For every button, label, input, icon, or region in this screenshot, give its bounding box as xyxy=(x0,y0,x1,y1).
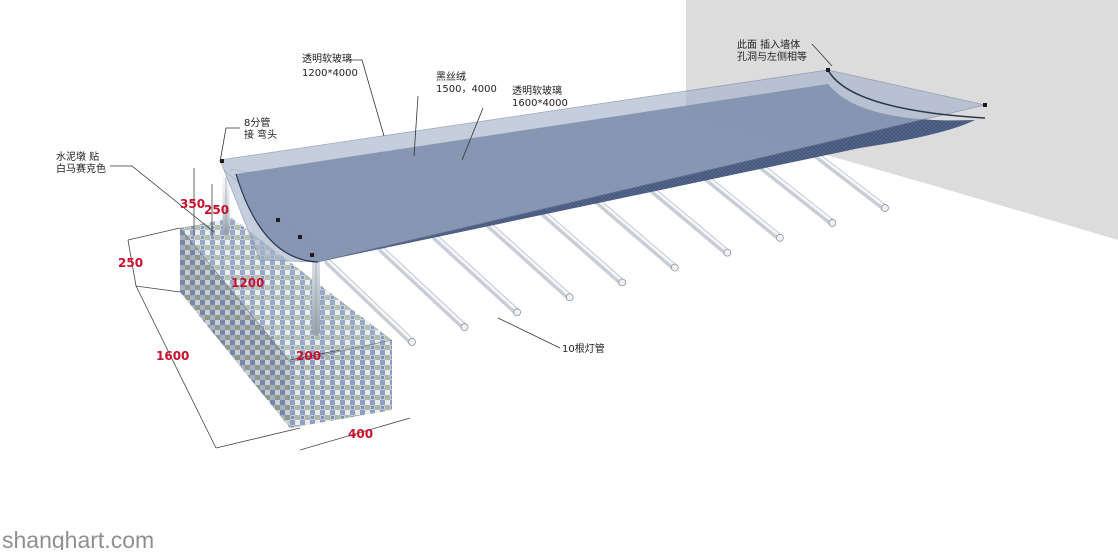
clear-film-2-line-2: 1600*4000 xyxy=(512,98,568,109)
watermark: shanghart.com xyxy=(2,527,154,550)
light-tube xyxy=(539,209,627,287)
film-clamp xyxy=(276,218,280,222)
black-velvet-line-1: 黑丝绒 xyxy=(436,70,466,83)
light-tube xyxy=(647,185,732,257)
light-tube xyxy=(808,148,889,212)
wall-note-line-1: 此面 插入墙体 xyxy=(737,38,800,51)
film-clamp xyxy=(298,235,302,239)
base-note-line-1: 水泥墩 贴 xyxy=(56,150,99,163)
dim-350: 350 xyxy=(180,197,205,211)
light-tube xyxy=(754,160,837,227)
film-clamp xyxy=(220,159,224,163)
clear-film-2-line-1: 透明软玻璃 xyxy=(512,84,562,97)
dim-400: 400 xyxy=(348,427,373,441)
annotation-labels: 透明软玻璃 1200*4000 黑丝绒 1500，4000 透明软玻璃 1600… xyxy=(56,38,807,355)
dim-1200: 1200 xyxy=(231,276,264,290)
light-tube xyxy=(485,221,574,302)
tubes-note: 10根灯管 xyxy=(562,342,605,355)
clear-film-top xyxy=(219,69,986,263)
clear-film-1-line-1: 透明软玻璃 xyxy=(302,52,352,65)
film-clamps xyxy=(220,68,987,257)
light-tube xyxy=(700,172,784,242)
wall-note-line-2: 孔洞与左侧相等 xyxy=(737,50,807,63)
light-tube xyxy=(593,197,679,272)
film-clamp xyxy=(983,103,987,107)
light-tube xyxy=(378,246,469,331)
cement-base xyxy=(179,218,393,428)
film-clamp xyxy=(310,253,314,257)
leader-lines xyxy=(110,43,833,349)
base-top xyxy=(180,218,392,362)
dim-250-pipe: 250 xyxy=(204,203,229,217)
pipe-note-line-1: 8分管 xyxy=(244,116,270,129)
dim-1600: 1600 xyxy=(156,349,189,363)
dim-250-base: 250 xyxy=(118,256,143,270)
light-tubes xyxy=(324,148,889,346)
base-note-line-2: 白马赛克色 xyxy=(56,162,106,175)
clear-film-1-line-2: 1200*4000 xyxy=(302,68,358,79)
base-left-face xyxy=(180,228,290,428)
film-clamp xyxy=(826,68,830,72)
base-front-face xyxy=(290,340,392,428)
black-velvet-line-2: 1500，4000 xyxy=(436,84,497,95)
dimension-lines xyxy=(127,168,411,451)
pipe-note-line-2: 接 弯头 xyxy=(244,128,277,141)
light-tube xyxy=(432,234,521,317)
dimension-labels: 350 250 250 1200 1600 200 400 xyxy=(118,197,373,441)
light-tube xyxy=(324,258,416,346)
dim-200: 200 xyxy=(296,349,321,363)
